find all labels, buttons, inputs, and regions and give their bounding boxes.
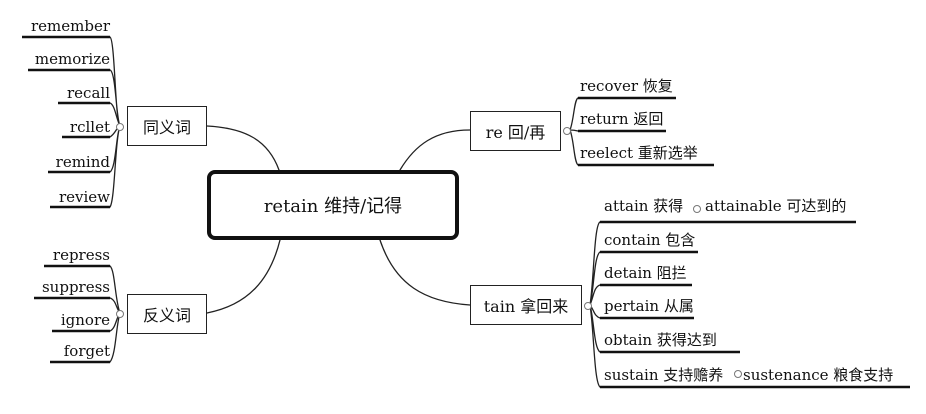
- branch-label-re: re 回/再: [485, 123, 546, 142]
- connector-dot: [116, 310, 124, 318]
- antonym-leaf: suppress: [41, 278, 110, 296]
- connector-dot: [693, 205, 701, 213]
- re-leaf: recover 恢复: [580, 77, 673, 95]
- connector-dot: [584, 302, 592, 310]
- branch-node-re: re 回/再: [470, 111, 561, 151]
- branch-label-tain: tain 拿回来: [483, 297, 569, 316]
- synonym-leaf: memorize: [34, 50, 110, 68]
- tain-leaf: sustain 支持赡养: [604, 366, 724, 384]
- antonym-leaf: ignore: [60, 311, 110, 329]
- connector-dot: [734, 370, 742, 378]
- re-leaf: reelect 重新选举: [580, 144, 698, 162]
- connector-dot: [563, 127, 571, 135]
- tain-leaf: obtain 获得达到: [604, 331, 717, 349]
- fan-re: [569, 97, 579, 166]
- branch-node-synonyms: 同义词: [127, 106, 207, 146]
- tain-leaf: contain 包含: [604, 231, 696, 249]
- fan-antonyms: [109, 265, 121, 363]
- connector-tain: [379, 239, 471, 306]
- connector-antonyms: [206, 239, 281, 314]
- tain-leaf: pertain 从属: [604, 297, 694, 315]
- synonym-leaf: recall: [67, 84, 110, 102]
- fan-tain: [589, 221, 601, 388]
- central-node: retain 维持/记得: [207, 170, 459, 240]
- fan-synonyms: [109, 36, 121, 208]
- branch-label-synonyms: 同义词: [142, 118, 191, 137]
- tain-leaf-derived: sustenance 粮食支持: [743, 366, 894, 384]
- branch-node-tain: tain 拿回来: [470, 285, 582, 325]
- connector-dot: [116, 123, 124, 131]
- branch-node-antonyms: 反义词: [127, 294, 207, 334]
- synonym-leaf: review: [58, 188, 110, 206]
- re-leaf: return 返回: [580, 110, 664, 128]
- synonym-leaf: remember: [30, 17, 110, 35]
- antonym-leaf: forget: [63, 342, 110, 360]
- branch-label-antonyms: 反义词: [142, 306, 191, 325]
- tain-leaf: attain 获得: [604, 197, 684, 215]
- central-node-label: retain 维持/记得: [263, 196, 403, 217]
- antonym-leaf: repress: [52, 246, 110, 264]
- synonym-leaf: remind: [55, 153, 110, 171]
- synonym-leaf: rcllet: [69, 118, 110, 136]
- connector-synonyms: [206, 125, 280, 171]
- tain-leaf-derived: attainable 可达到的: [705, 197, 847, 215]
- tain-leaf: detain 阻拦: [604, 264, 687, 282]
- connector-re: [399, 129, 471, 171]
